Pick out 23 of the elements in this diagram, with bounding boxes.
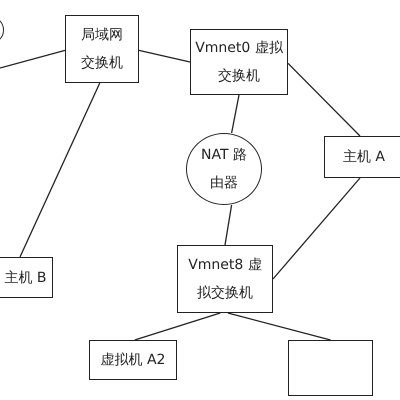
connector-line bbox=[272, 178, 360, 280]
host-box bbox=[324, 136, 400, 178]
connector-line bbox=[138, 50, 190, 63]
empty-box bbox=[288, 340, 373, 396]
connector-line bbox=[230, 94, 240, 134]
connector-line bbox=[228, 312, 331, 341]
node-label: 主机 B bbox=[3, 268, 48, 288]
connector-line bbox=[224, 204, 232, 246]
switch-box bbox=[65, 15, 139, 83]
vm-box bbox=[89, 340, 177, 380]
node-label: 虚拟机 A2 bbox=[100, 351, 166, 370]
connector-line bbox=[288, 62, 360, 136]
node-label: 局域网交换机 bbox=[80, 26, 124, 73]
node-label: NAT 路由器 bbox=[200, 146, 248, 193]
host-box bbox=[0, 257, 53, 298]
node-label: Vmnet8 虚拟交换机 bbox=[187, 256, 263, 303]
switch-box bbox=[177, 245, 273, 313]
connector-line bbox=[19, 82, 100, 258]
node-label: Vmnet0 虚拟交换机 bbox=[194, 39, 284, 86]
switch-box bbox=[190, 29, 288, 95]
connector-line bbox=[134, 312, 220, 341]
connector-line bbox=[0, 50, 66, 69]
node-label: 主机 A bbox=[342, 148, 386, 167]
